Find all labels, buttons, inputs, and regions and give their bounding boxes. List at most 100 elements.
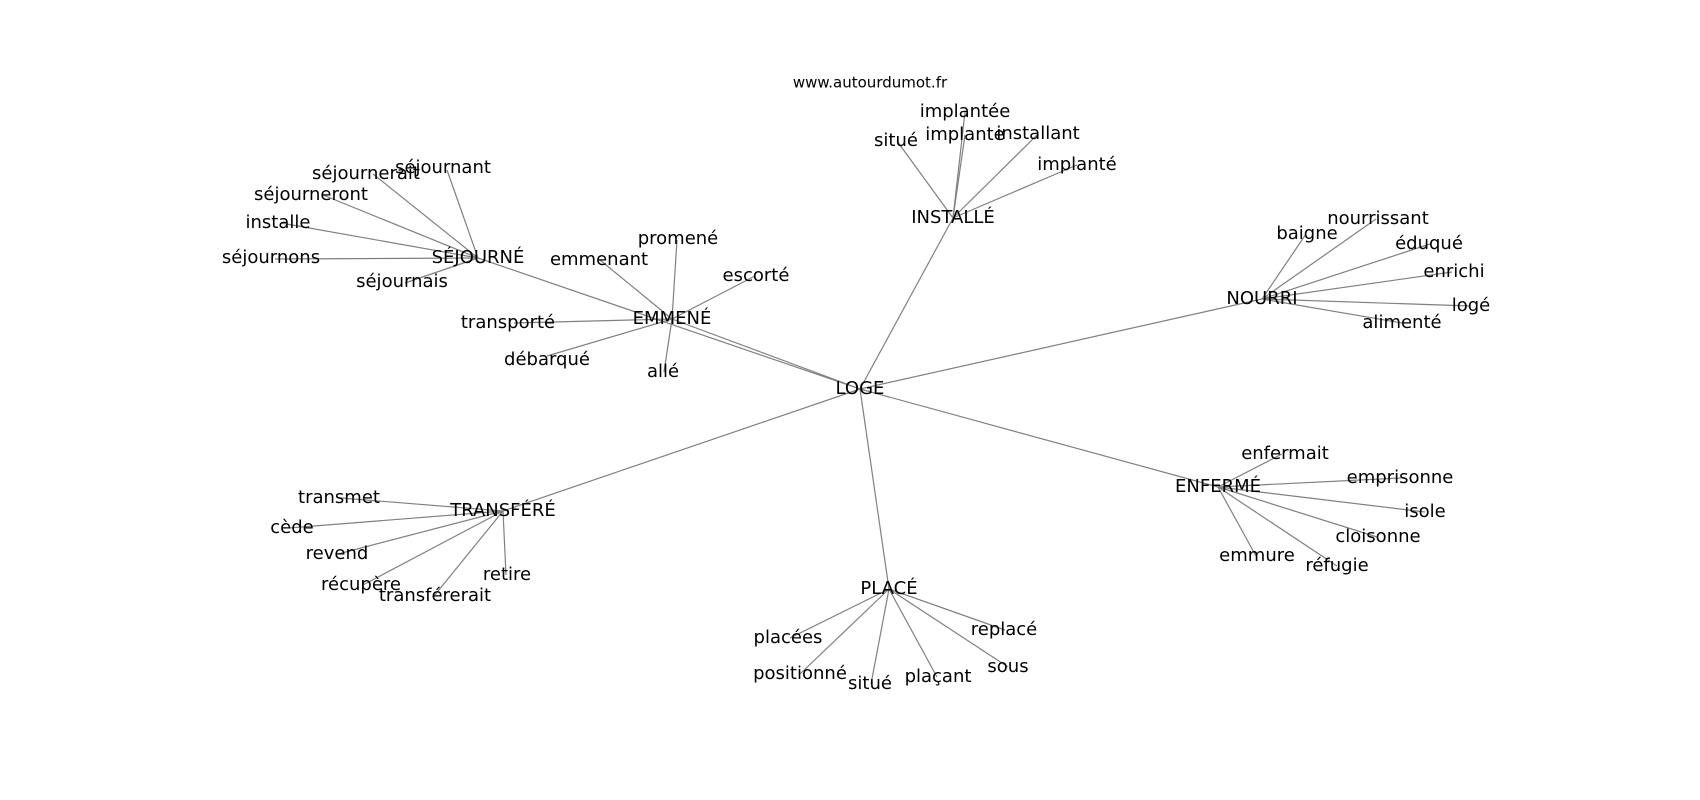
edge-nourri-nourrissant — [1261, 218, 1377, 300]
node-leaf-revend: revend — [306, 543, 369, 564]
node-leaf-baigne: baigne — [1276, 223, 1337, 244]
node-leaf-sejournerait: séjournerait — [312, 163, 420, 184]
node-leaf-implantee: implantée — [920, 101, 1011, 122]
node-leaf-sejournais: séjournais — [356, 271, 448, 292]
node-leaf-enfermait: enfermait — [1241, 443, 1329, 464]
edge-enferme-emmure — [1217, 486, 1257, 557]
edge-place-sous — [888, 588, 1009, 668]
edge-center-nourri — [859, 298, 1263, 390]
node-leaf-placees: placées — [754, 627, 823, 648]
edge-nourri-baigne — [1261, 233, 1307, 300]
edge-transfere-revend — [337, 510, 504, 555]
edge-emmene-transporte — [513, 318, 673, 324]
edge-center-emmene — [671, 318, 861, 390]
node-leaf-implante: implante — [925, 124, 1005, 145]
node-leaf-situe: situé — [848, 673, 892, 694]
edge-emmene-escorte — [671, 275, 756, 320]
node-group-installe: INSTALLÉ — [911, 206, 995, 228]
graph-nodes: LOGESÉJOURNÉséjournantséjourneraitséjour… — [222, 101, 1490, 694]
node-leaf-transfererait: transférerait — [379, 585, 491, 606]
edge-sejourne-sejourneront — [322, 194, 479, 259]
node-leaf-emprisonne: emprisonne — [1347, 467, 1454, 488]
edge-center-enferme — [859, 388, 1219, 488]
node-leaf-installe: installe — [246, 212, 311, 233]
graph-edges — [274, 111, 1472, 685]
edge-place-placant — [888, 588, 938, 678]
edge-sejourne-installe — [280, 222, 479, 259]
edge-emmene-alle — [663, 318, 673, 373]
node-group-emmene: EMMENÉ — [633, 307, 712, 329]
edge-center-transfere — [502, 388, 861, 512]
edge-enferme-enfermait — [1217, 453, 1283, 488]
node-group-place: PLACÉ — [860, 577, 917, 599]
edge-nourri-alimente — [1261, 298, 1403, 324]
node-leaf-transmet: transmet — [298, 487, 380, 508]
node-leaf-positionne: positionné — [753, 663, 847, 684]
edge-enferme-cloisonne — [1217, 486, 1378, 538]
edge-nourri-loge — [1261, 298, 1472, 307]
edge-nourri-enrichi — [1261, 271, 1453, 300]
edge-transfere-cede — [288, 510, 504, 529]
node-leaf-isole: isole — [1404, 501, 1445, 522]
edge-sejourne-sejournerait — [372, 173, 479, 259]
edge-place-replace — [888, 588, 1006, 631]
node-leaf-sejournons: séjournons — [222, 247, 320, 268]
node-leaf-promene: promené — [638, 228, 719, 249]
node-leaf-alimente: alimenté — [1362, 312, 1441, 333]
node-leaf-refugie: réfugie — [1305, 555, 1368, 576]
node-leaf-replace: replacé — [971, 619, 1038, 640]
node-leaf-sejournant: séjournant — [395, 157, 491, 178]
node-leaf-transporte: transporté — [461, 312, 555, 333]
node-leaf-retire: retire — [483, 564, 531, 585]
edge-place-situe — [870, 588, 890, 685]
node-leaf-eduque: éduqué — [1395, 233, 1463, 254]
node-leaf-placant: plaçant — [905, 666, 972, 687]
node-group-transfere: TRANSFÉRÉ — [449, 499, 556, 521]
edge-emmene-debarque — [546, 318, 673, 357]
edge-place-placees — [789, 588, 890, 639]
node-group-nourri: NOURRI — [1226, 288, 1297, 309]
node-leaf-enrichi: enrichi — [1423, 261, 1484, 282]
node-leaf-recupere: récupère — [321, 574, 401, 595]
node-leaf-situe: situé — [874, 130, 918, 151]
edge-transfere-transfererait — [433, 510, 504, 597]
edge-sejourne-sejournons — [274, 257, 479, 260]
edge-transfere-recupere — [362, 510, 504, 586]
node-leaf-emmure: emmure — [1219, 545, 1295, 566]
node-leaf-implante: implanté — [1037, 154, 1117, 175]
node-leaf-debarque: débarqué — [504, 349, 590, 370]
edge-transfere-transmet — [340, 497, 504, 512]
edge-emmene-promene — [671, 239, 678, 320]
edge-emmene-emmenant — [599, 259, 673, 320]
edge-installe-implante — [952, 134, 966, 219]
node-leaf-installant: installant — [996, 123, 1079, 144]
edge-sejourne-sejournant — [446, 169, 479, 259]
node-leaf-sejourneront: séjourneront — [254, 184, 368, 205]
node-group-enferme: ENFERMÉ — [1175, 475, 1261, 497]
edge-center-installe — [859, 217, 954, 390]
node-leaf-alle: allé — [647, 361, 679, 382]
node-leaf-nourrissant: nourrissant — [1327, 208, 1429, 229]
node-leaf-emmenant: emmenant — [550, 249, 648, 270]
node-leaf-escorte: escorté — [723, 265, 790, 286]
edge-installe-situe — [896, 140, 954, 219]
edge-installe-installant — [952, 133, 1039, 219]
edge-place-positionne — [799, 588, 890, 675]
edge-enferme-isole — [1217, 486, 1426, 513]
edge-installe-implante — [952, 164, 1078, 219]
node-leaf-loge: logé — [1452, 295, 1491, 316]
node-leaf-sous: sous — [987, 656, 1028, 677]
edge-nourri-eduque — [1261, 243, 1431, 300]
edge-center-sejourne — [477, 257, 861, 390]
node-group-sejourne: SÉJOURNÉ — [432, 246, 525, 268]
node-leaf-cloisonne: cloisonne — [1335, 526, 1420, 547]
edge-transfere-retire — [502, 510, 507, 576]
node-center-loge: LOGE — [836, 378, 885, 399]
edge-sejourne-sejournais — [404, 257, 479, 284]
edge-enferme-refugie — [1217, 486, 1338, 567]
edge-center-place — [859, 388, 890, 590]
site-watermark: www.autourdumot.fr — [793, 74, 948, 92]
node-leaf-cede: cède — [270, 517, 313, 538]
edge-enferme-emprisonne — [1217, 477, 1402, 488]
